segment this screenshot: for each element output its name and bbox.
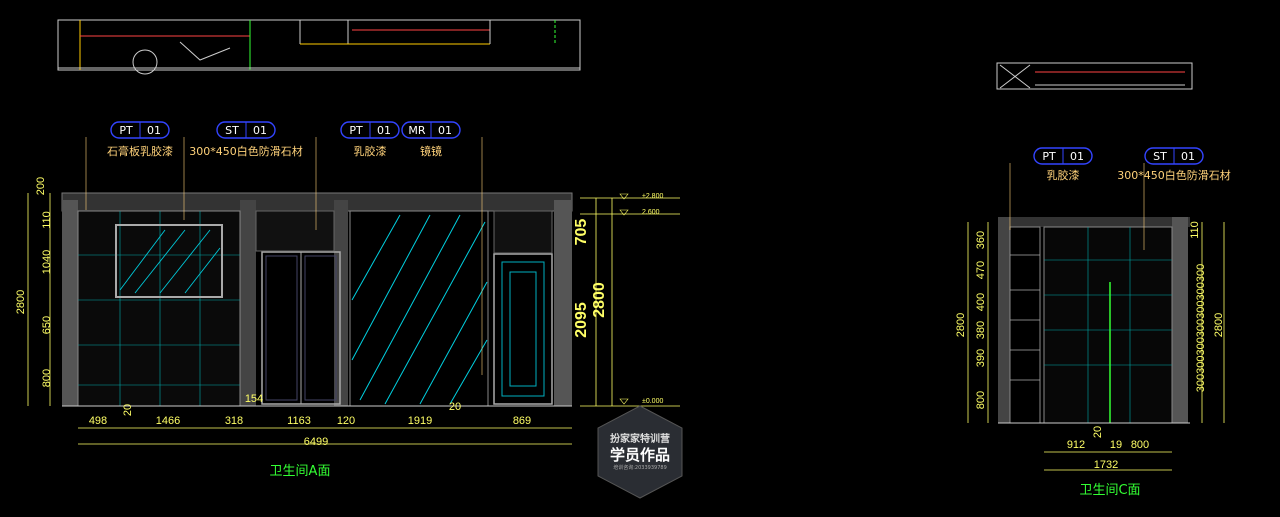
dim-a-left-1: 110: [41, 211, 53, 229]
elevation-c: [998, 217, 1190, 424]
dim-a-right-2: 2800: [591, 282, 608, 318]
tag-c-0-label: 乳胶漆: [1047, 168, 1080, 182]
dim-c-left-3: 2800: [955, 313, 967, 337]
dim-a-small-0: 20: [122, 404, 134, 416]
dimension-lines-c: [967, 222, 1225, 471]
dim-c-right-stack: 300300300300300300300: [1195, 264, 1207, 392]
tag-a-3-number: 01: [438, 124, 452, 137]
material-tags-c: PT 01 乳胶漆 ST 01 300*450白色防滑石材: [1033, 147, 1231, 182]
material-tags-a: PT 01 石膏板乳胶漆 ST 01 300*450白色防滑石材 PT 01 乳胶漆 MR 01 镜镜: [107, 121, 461, 158]
tag-a-2-number: 01: [377, 124, 391, 137]
tag-a-3-code: MR: [408, 124, 425, 137]
leader-lines: [85, 137, 1145, 375]
dim-c-right-0: 110: [1189, 221, 1201, 239]
dim-a-total: 6499: [304, 436, 328, 448]
tag-a-0-label: 石膏板乳胶漆: [107, 144, 173, 158]
badge-line-1: 扮家家特训营: [610, 434, 670, 445]
dim-c-left-5: 390: [975, 349, 987, 367]
level-a-2: ±0.000: [642, 398, 663, 405]
tag-a-0-code: PT: [119, 124, 133, 137]
dim-c-left-0: 360: [975, 231, 987, 249]
dim-a-bottom-1: 1466: [156, 415, 180, 427]
dim-c-small-0: 20: [1092, 426, 1104, 438]
dim-c-bottom-2: 800: [1131, 439, 1149, 451]
elevation-a-title: 卫生间A面: [270, 464, 331, 479]
badge-line-3: 培训咨询:2033939789: [613, 465, 667, 471]
dim-a-left-3: 2800: [15, 290, 27, 314]
dim-a-right-0: 705: [573, 219, 590, 246]
tag-c-1-code: ST: [1153, 150, 1167, 163]
tag-a-1-number: 01: [253, 124, 267, 137]
badge-hexagon: [597, 405, 683, 499]
elevation-c-title: 卫生间C面: [1079, 483, 1140, 498]
dim-a-right-1: 2095: [573, 302, 590, 338]
dim-c-left-6: 800: [975, 391, 987, 409]
dim-c-right-1: 2800: [1213, 313, 1225, 337]
tag-a-0-number: 01: [147, 124, 161, 137]
dim-a-bottom-8: 869: [513, 415, 531, 427]
dim-c-left-1: 470: [975, 261, 987, 279]
level-marker-0: [619, 193, 629, 200]
level-marker-2: [619, 398, 629, 405]
dim-a-left-2: 1040: [41, 250, 53, 274]
tag-a-2-label: 乳胶漆: [354, 144, 387, 158]
dim-c-left-2: 400: [975, 293, 987, 311]
tag-a-3-label: 镜镜: [420, 144, 442, 158]
tag-c-1-number: 01: [1181, 150, 1195, 163]
dim-c-bottom-1: 19: [1110, 439, 1122, 451]
tag-c-1-label: 300*450白色防滑石材: [1117, 168, 1231, 182]
tag-c-0-number: 01: [1070, 150, 1084, 163]
dimension-labels-c: 360 470 400 2800 380 390 800 110 2800 30030030030…: [955, 221, 1225, 471]
dim-a-bottom-4: 1163: [287, 415, 311, 427]
tag-a-1-code: ST: [225, 124, 239, 137]
dim-a-bottom-5: 120: [337, 415, 355, 427]
dim-c-bottom-0: 912: [1067, 439, 1085, 451]
dim-a-bottom-3: 154: [245, 393, 263, 405]
elevation-a: [61, 192, 573, 407]
dim-c-left-4: 380: [975, 321, 987, 339]
tag-a-2-code: PT: [349, 124, 363, 137]
dim-a-bottom-0: 498: [89, 415, 107, 427]
level-a-1: 2.600: [642, 209, 660, 216]
plan-strip-c: [996, 62, 1193, 90]
dim-a-bottom-7: 20: [449, 401, 461, 413]
level-a-0: ±2.800: [642, 193, 663, 200]
dim-a-bottom-2: 318: [225, 415, 243, 427]
dimension-lines-a: [27, 193, 680, 445]
plan-strip-a: [57, 19, 581, 75]
tag-c-0-code: PT: [1042, 150, 1056, 163]
dim-a-left-4: 650: [41, 316, 53, 334]
tag-a-1-label: 300*450白色防滑石材: [189, 144, 303, 158]
level-marker-1: [619, 209, 629, 216]
badge-line-2: 学员作品: [609, 446, 670, 464]
watermark-badge: 扮家家特训营 学员作品 培训咨询:2033939789: [596, 404, 684, 498]
dim-a-left-5: 800: [41, 369, 53, 387]
dim-a-left-0: 200: [35, 177, 47, 195]
dim-a-bottom-6: 1919: [408, 415, 432, 427]
dim-c-total: 1732: [1094, 459, 1118, 471]
